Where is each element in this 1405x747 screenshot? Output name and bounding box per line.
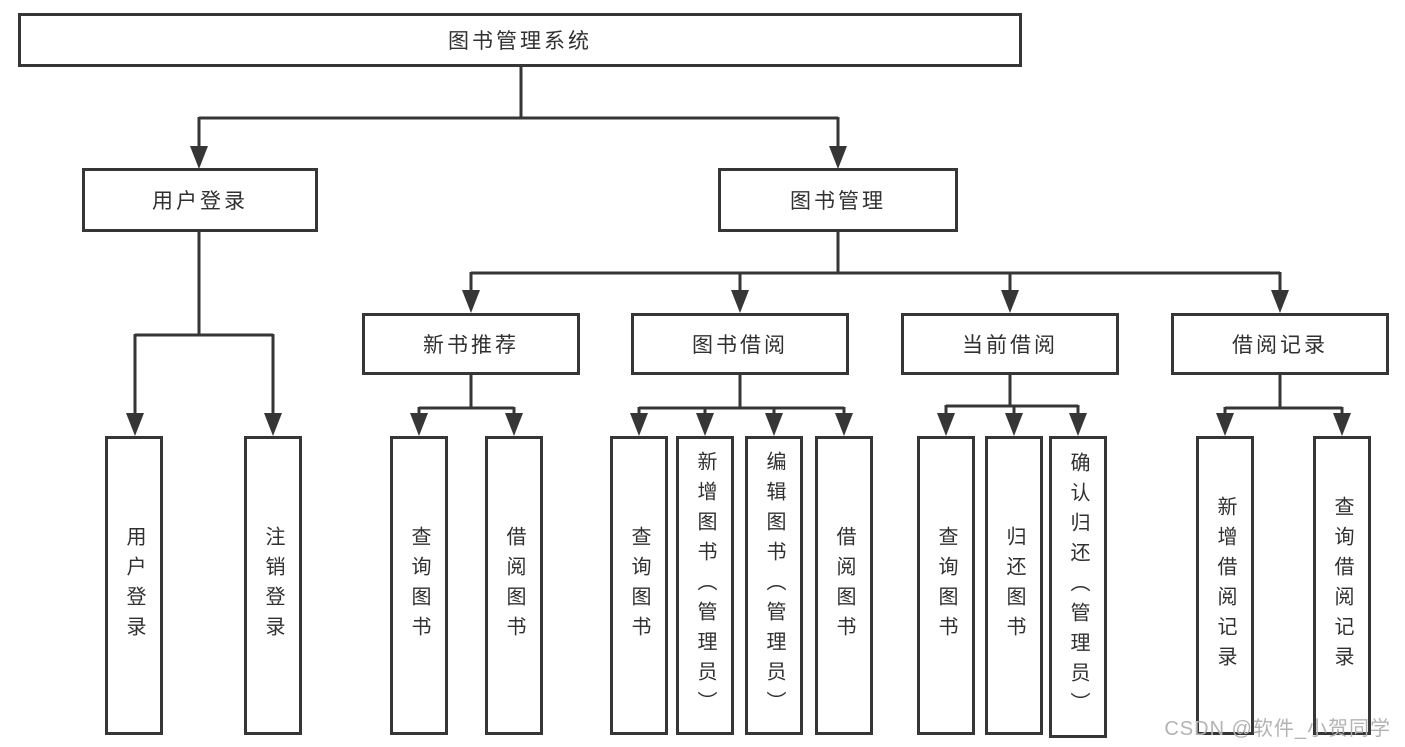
leaf-query-books-current: 查询图书 (917, 436, 975, 735)
node-label: 注销登录 (262, 525, 284, 646)
csdn-watermark: CSDN @软件_小贺同学 (1164, 718, 1391, 740)
node-label: 归还图书 (1003, 525, 1025, 646)
node-label: 图书借阅 (692, 334, 788, 357)
node-library-management-system: 图书管理系统 (18, 13, 1022, 67)
leaf-confirm-return-admin: 确认归还（管理员） (1049, 436, 1107, 738)
node-label: 编辑图书（管理员） (763, 450, 785, 721)
node-label: 用户登录 (152, 190, 248, 213)
node-label: 查询图书 (628, 525, 650, 646)
node-book-management: 图书管理 (718, 168, 958, 232)
node-user-login: 用户登录 (82, 168, 318, 232)
node-label: 借阅图书 (833, 525, 855, 646)
node-borrowing-records: 借阅记录 (1171, 313, 1389, 375)
node-book-borrowing: 图书借阅 (631, 313, 849, 375)
leaf-logout: 注销登录 (244, 436, 302, 735)
node-label: 图书管理系统 (448, 30, 592, 53)
node-label: 新增图书（管理员） (694, 450, 716, 721)
leaf-query-borrow-record: 查询借阅记录 (1313, 436, 1371, 735)
leaf-borrow-books-borrowing: 借阅图书 (815, 436, 873, 735)
leaf-borrow-books-recommend: 借阅图书 (485, 436, 543, 735)
arrowheads (126, 146, 1351, 436)
node-label: 新增借阅记录 (1214, 495, 1236, 676)
node-label: 查询借阅记录 (1331, 495, 1353, 676)
leaf-user-login: 用户登录 (105, 436, 163, 735)
node-label: 确认归还（管理员） (1067, 452, 1089, 722)
node-current-borrowing: 当前借阅 (901, 313, 1119, 375)
node-label: 借阅图书 (503, 525, 525, 646)
node-label: 新书推荐 (423, 334, 519, 357)
node-label: 图书管理 (790, 190, 886, 213)
node-label: 查询图书 (935, 525, 957, 646)
leaf-add-books-admin: 新增图书（管理员） (676, 436, 734, 735)
node-label: 借阅记录 (1232, 334, 1328, 357)
leaf-query-books-borrowing: 查询图书 (610, 436, 668, 735)
node-label: 当前借阅 (962, 334, 1058, 357)
leaf-add-borrow-record: 新增借阅记录 (1196, 436, 1254, 735)
leaf-query-books-recommend: 查询图书 (390, 436, 448, 735)
node-label: 查询图书 (408, 525, 430, 646)
leaf-edit-books-admin: 编辑图书（管理员） (745, 436, 803, 735)
node-new-book-recommend: 新书推荐 (362, 313, 580, 375)
node-label: 用户登录 (123, 525, 145, 646)
leaf-return-books: 归还图书 (985, 436, 1043, 735)
